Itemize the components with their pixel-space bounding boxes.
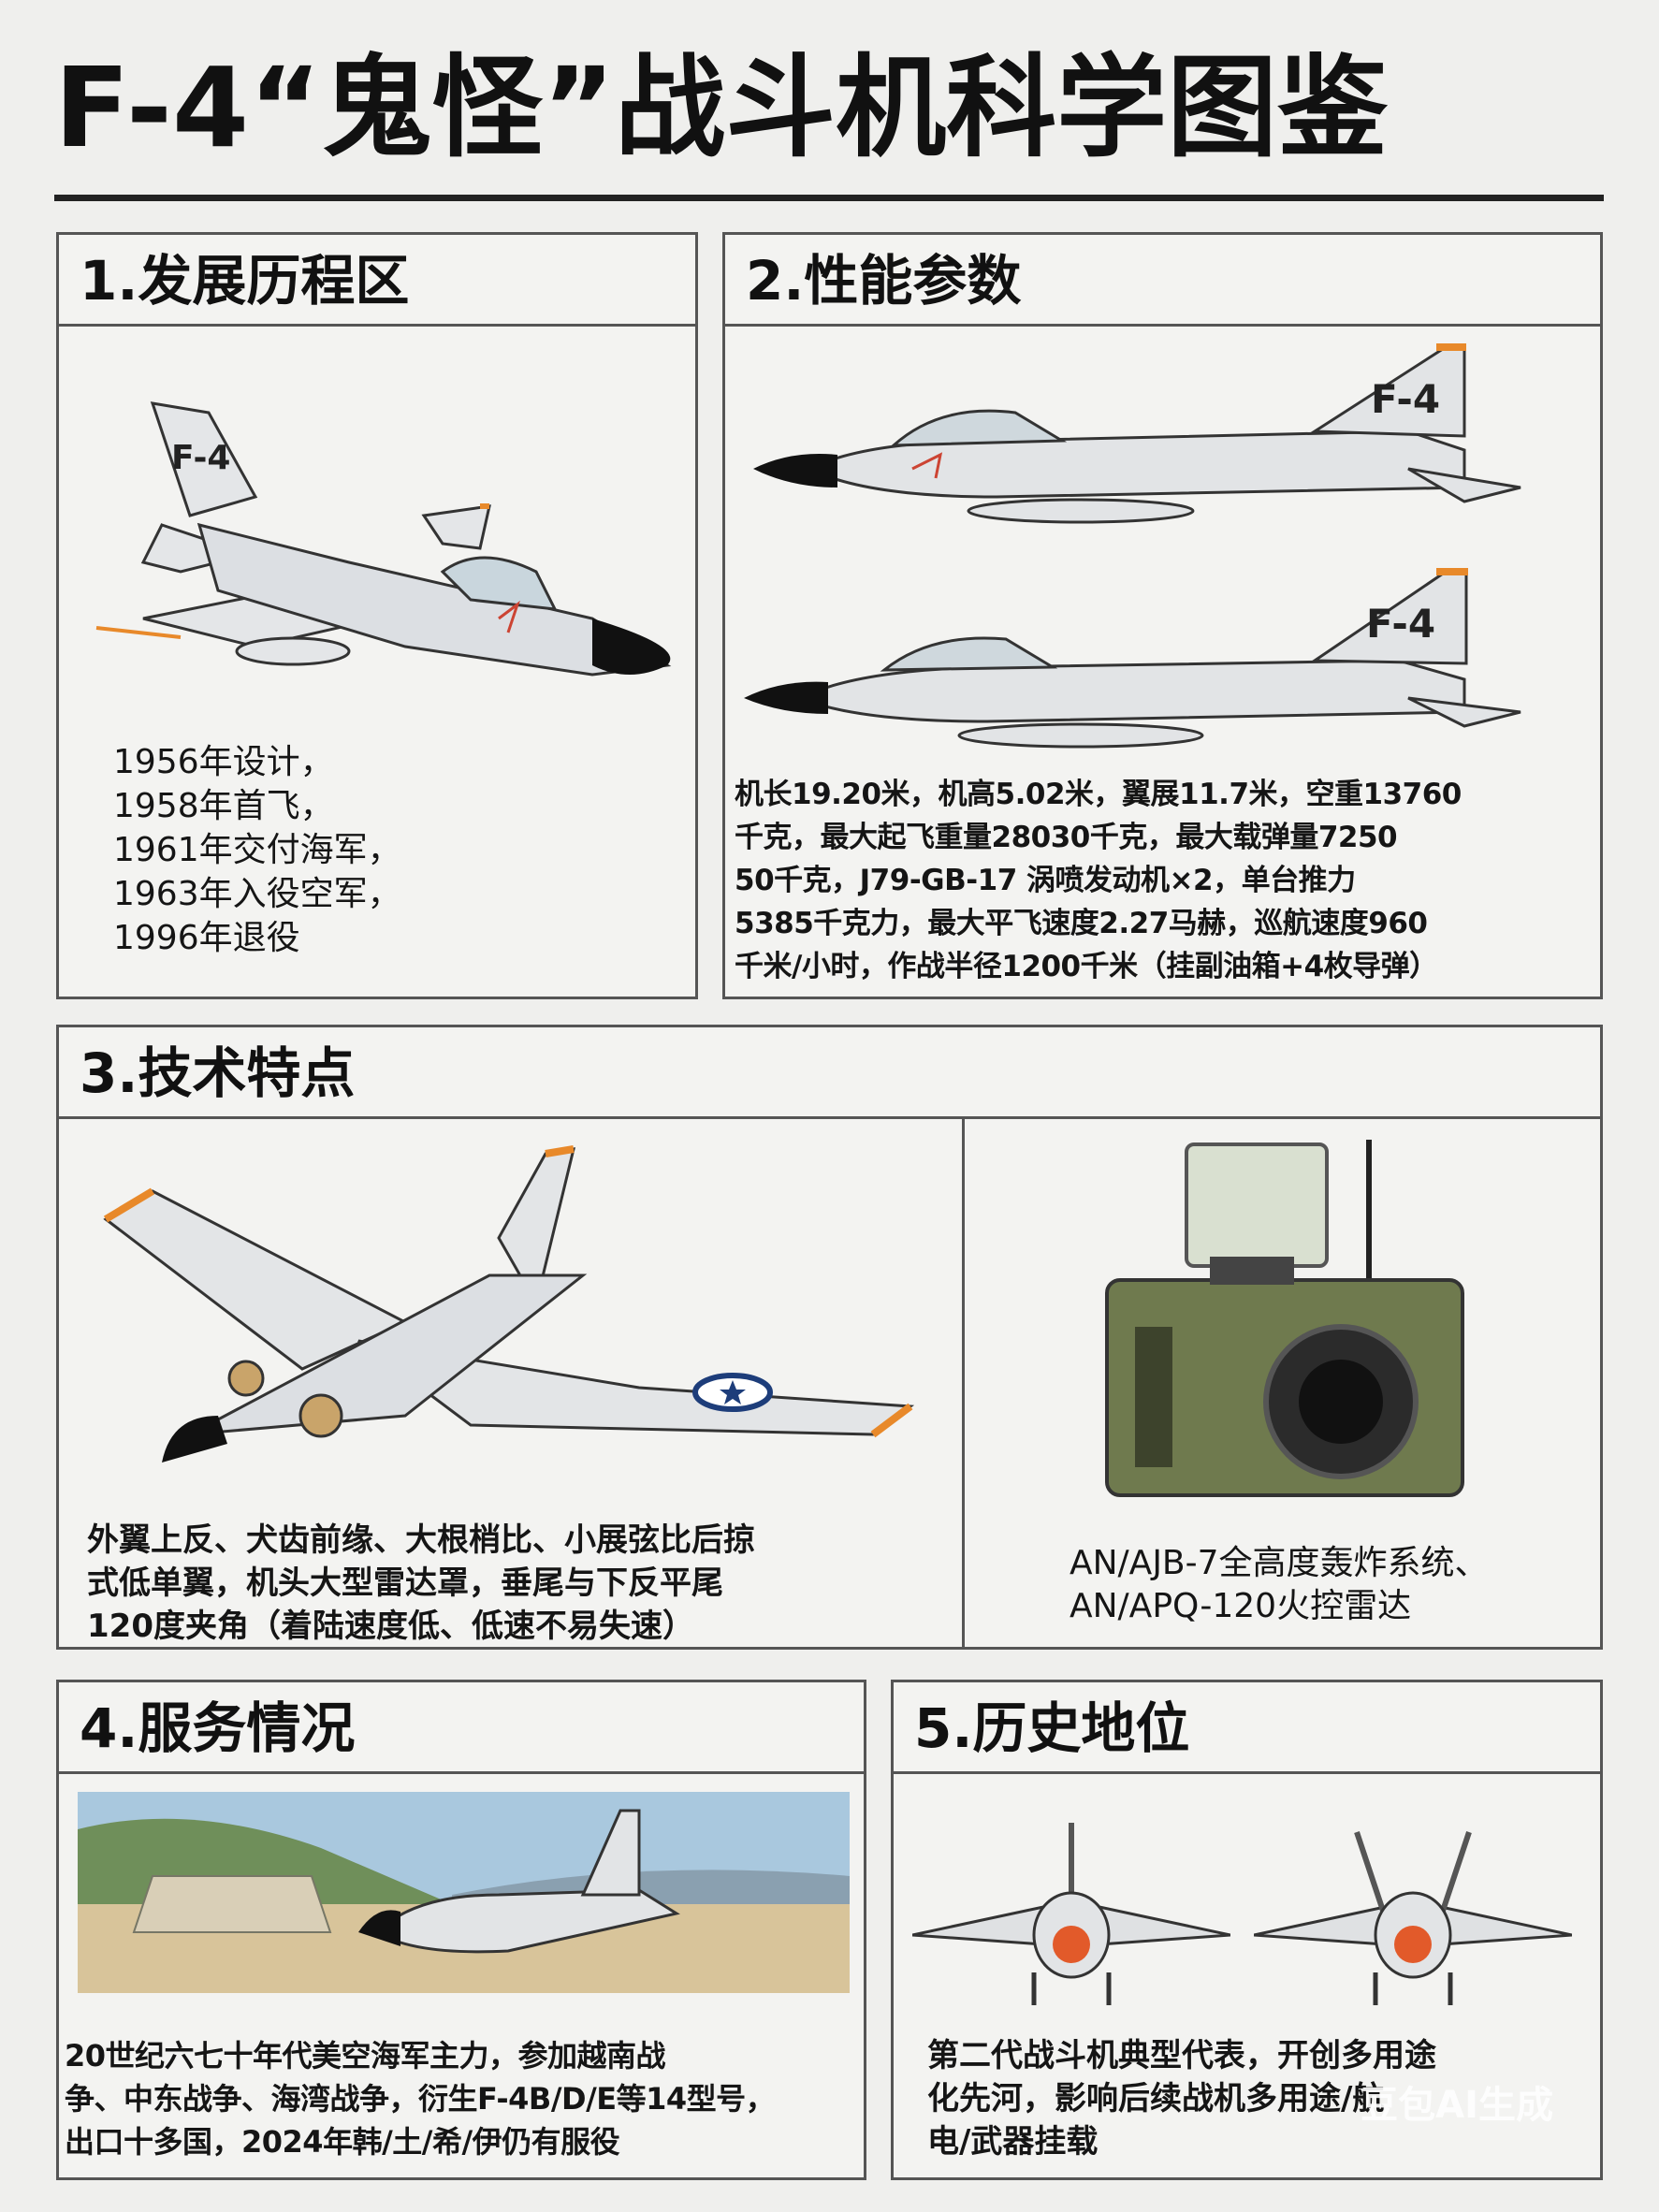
- performance-panel: 2.性能参数 F-4 F-4 机长19.20米，机高5.02米，翼展11.7米，…: [722, 232, 1603, 999]
- svg-text:F-4: F-4: [171, 439, 230, 477]
- performance-text: 机长19.20米，机高5.02米，翼展11.7米，空重13760 千克，最大起飞…: [735, 773, 1593, 988]
- performance-heading: 2.性能参数: [725, 235, 1600, 327]
- performance-line: 千米/小时，作战半径1200千米（挂副油箱+4枚导弹）: [735, 950, 1438, 983]
- history-line: 1996年退役: [113, 919, 300, 957]
- f4-top-view-illustration: [103, 1145, 915, 1463]
- performance-line: 50千克，J79-GB-17 涡喷发动机×2，单台推力: [735, 864, 1356, 897]
- f4-side-view-bottom: F-4: [744, 568, 1521, 749]
- legacy-panel: 5.历史地位 第二代战斗机典型代表，开创多用途 化先河，影响后续战机多用途/航 …: [891, 1680, 1603, 2180]
- history-line: 1956年设计，: [113, 743, 334, 781]
- tech-left-text: 外翼上反、犬齿前缘、大根梢比、小展弦比后掠 式低单翼，机头大型雷达罩，垂尾与下反…: [87, 1519, 948, 1648]
- history-heading: 1.发展历程区: [59, 235, 695, 327]
- service-line: 争、中东战争、海湾战争，衍生F-4B/D/E等14型号，: [65, 2081, 776, 2117]
- tech-line: 外翼上反、犬齿前缘、大根梢比、小展弦比后掠: [87, 1521, 755, 1559]
- history-line: 1961年交付海军，: [113, 831, 401, 869]
- tech-line: 式低单翼，机头大型雷达罩，垂尾与下反平尾: [87, 1564, 723, 1602]
- service-line: 出口十多国，2024年韩/土/希/伊仍有服役: [65, 2124, 620, 2160]
- page-title: F-4“鬼怪”战斗机科学图鉴: [54, 43, 1389, 172]
- tail-marking: F-4: [1371, 376, 1440, 422]
- f4-side-view-top: F-4: [753, 343, 1521, 524]
- tech-line: AN/APQ-120火控雷达: [1070, 1587, 1412, 1625]
- f4-airfield-scene: [78, 1792, 850, 1993]
- performance-line: 千克，最大起飞重量28030千克，最大载弹量7250: [735, 821, 1398, 854]
- legacy-text: 第二代战斗机典型代表，开创多用途 化先河，影响后续战机多用途/航 电/武器挂载: [927, 2034, 1591, 2163]
- f4-perspective-illustration: F-4: [95, 401, 672, 677]
- radar-unit-illustration: [1105, 1140, 1464, 1497]
- tech-divider: [962, 1119, 965, 1647]
- tech-panel: 3.技术特点 外翼上反、犬齿前缘、大根梢比、小展弦比后掠 式低单翼，机头大型雷达…: [56, 1025, 1603, 1650]
- service-line: 20世纪六七十年代美空海军主力，参加越南战: [65, 2038, 666, 2074]
- history-panel: 1.发展历程区 F-4 1956年设计， 1958年首飞， 1961年交付海军，…: [56, 232, 698, 999]
- history-text: 1956年设计， 1958年首飞， 1961年交付海军， 1963年入役空军， …: [113, 740, 677, 960]
- fighter-front-view-left: [912, 1823, 1230, 2005]
- tech-right-text: AN/AJB-7全高度轰炸系统、 AN/APQ-120火控雷达: [1070, 1542, 1581, 1628]
- legacy-line: 电/武器挂载: [927, 2123, 1099, 2161]
- ai-watermark: 豆包AI生成: [1361, 2084, 1553, 2127]
- history-line: 1958年首飞，: [113, 787, 334, 825]
- performance-line: 机长19.20米，机高5.02米，翼展11.7米，空重13760: [735, 778, 1462, 811]
- tech-line: 120度夹角（着陆速度低、低速不易失速）: [87, 1608, 694, 1645]
- history-line: 1963年入役空军，: [113, 875, 401, 913]
- legacy-line: 第二代战斗机典型代表，开创多用途: [927, 2037, 1436, 2074]
- title-divider: [54, 195, 1604, 201]
- fighter-front-view-right: [1254, 1831, 1572, 2005]
- tech-heading: 3.技术特点: [59, 1027, 1600, 1119]
- legacy-heading: 5.历史地位: [894, 1682, 1600, 1774]
- tech-line: AN/AJB-7全高度轰炸系统、: [1070, 1544, 1489, 1582]
- tail-marking: F-4: [1366, 601, 1435, 647]
- service-panel: 4.服务情况 20世纪六七十年代美空海军主力，参加越南战 争、中东战争、海湾战争…: [56, 1680, 866, 2180]
- performance-line: 5385千克力，最大平飞速度2.27马赫，巡航速度960: [735, 907, 1428, 940]
- service-heading: 4.服务情况: [59, 1682, 864, 1774]
- service-text: 20世纪六七十年代美空海军主力，参加越南战 争、中东战争、海湾战争，衍生F-4B…: [65, 2034, 860, 2163]
- legacy-line: 化先河，影响后续战机多用途/航: [927, 2080, 1385, 2117]
